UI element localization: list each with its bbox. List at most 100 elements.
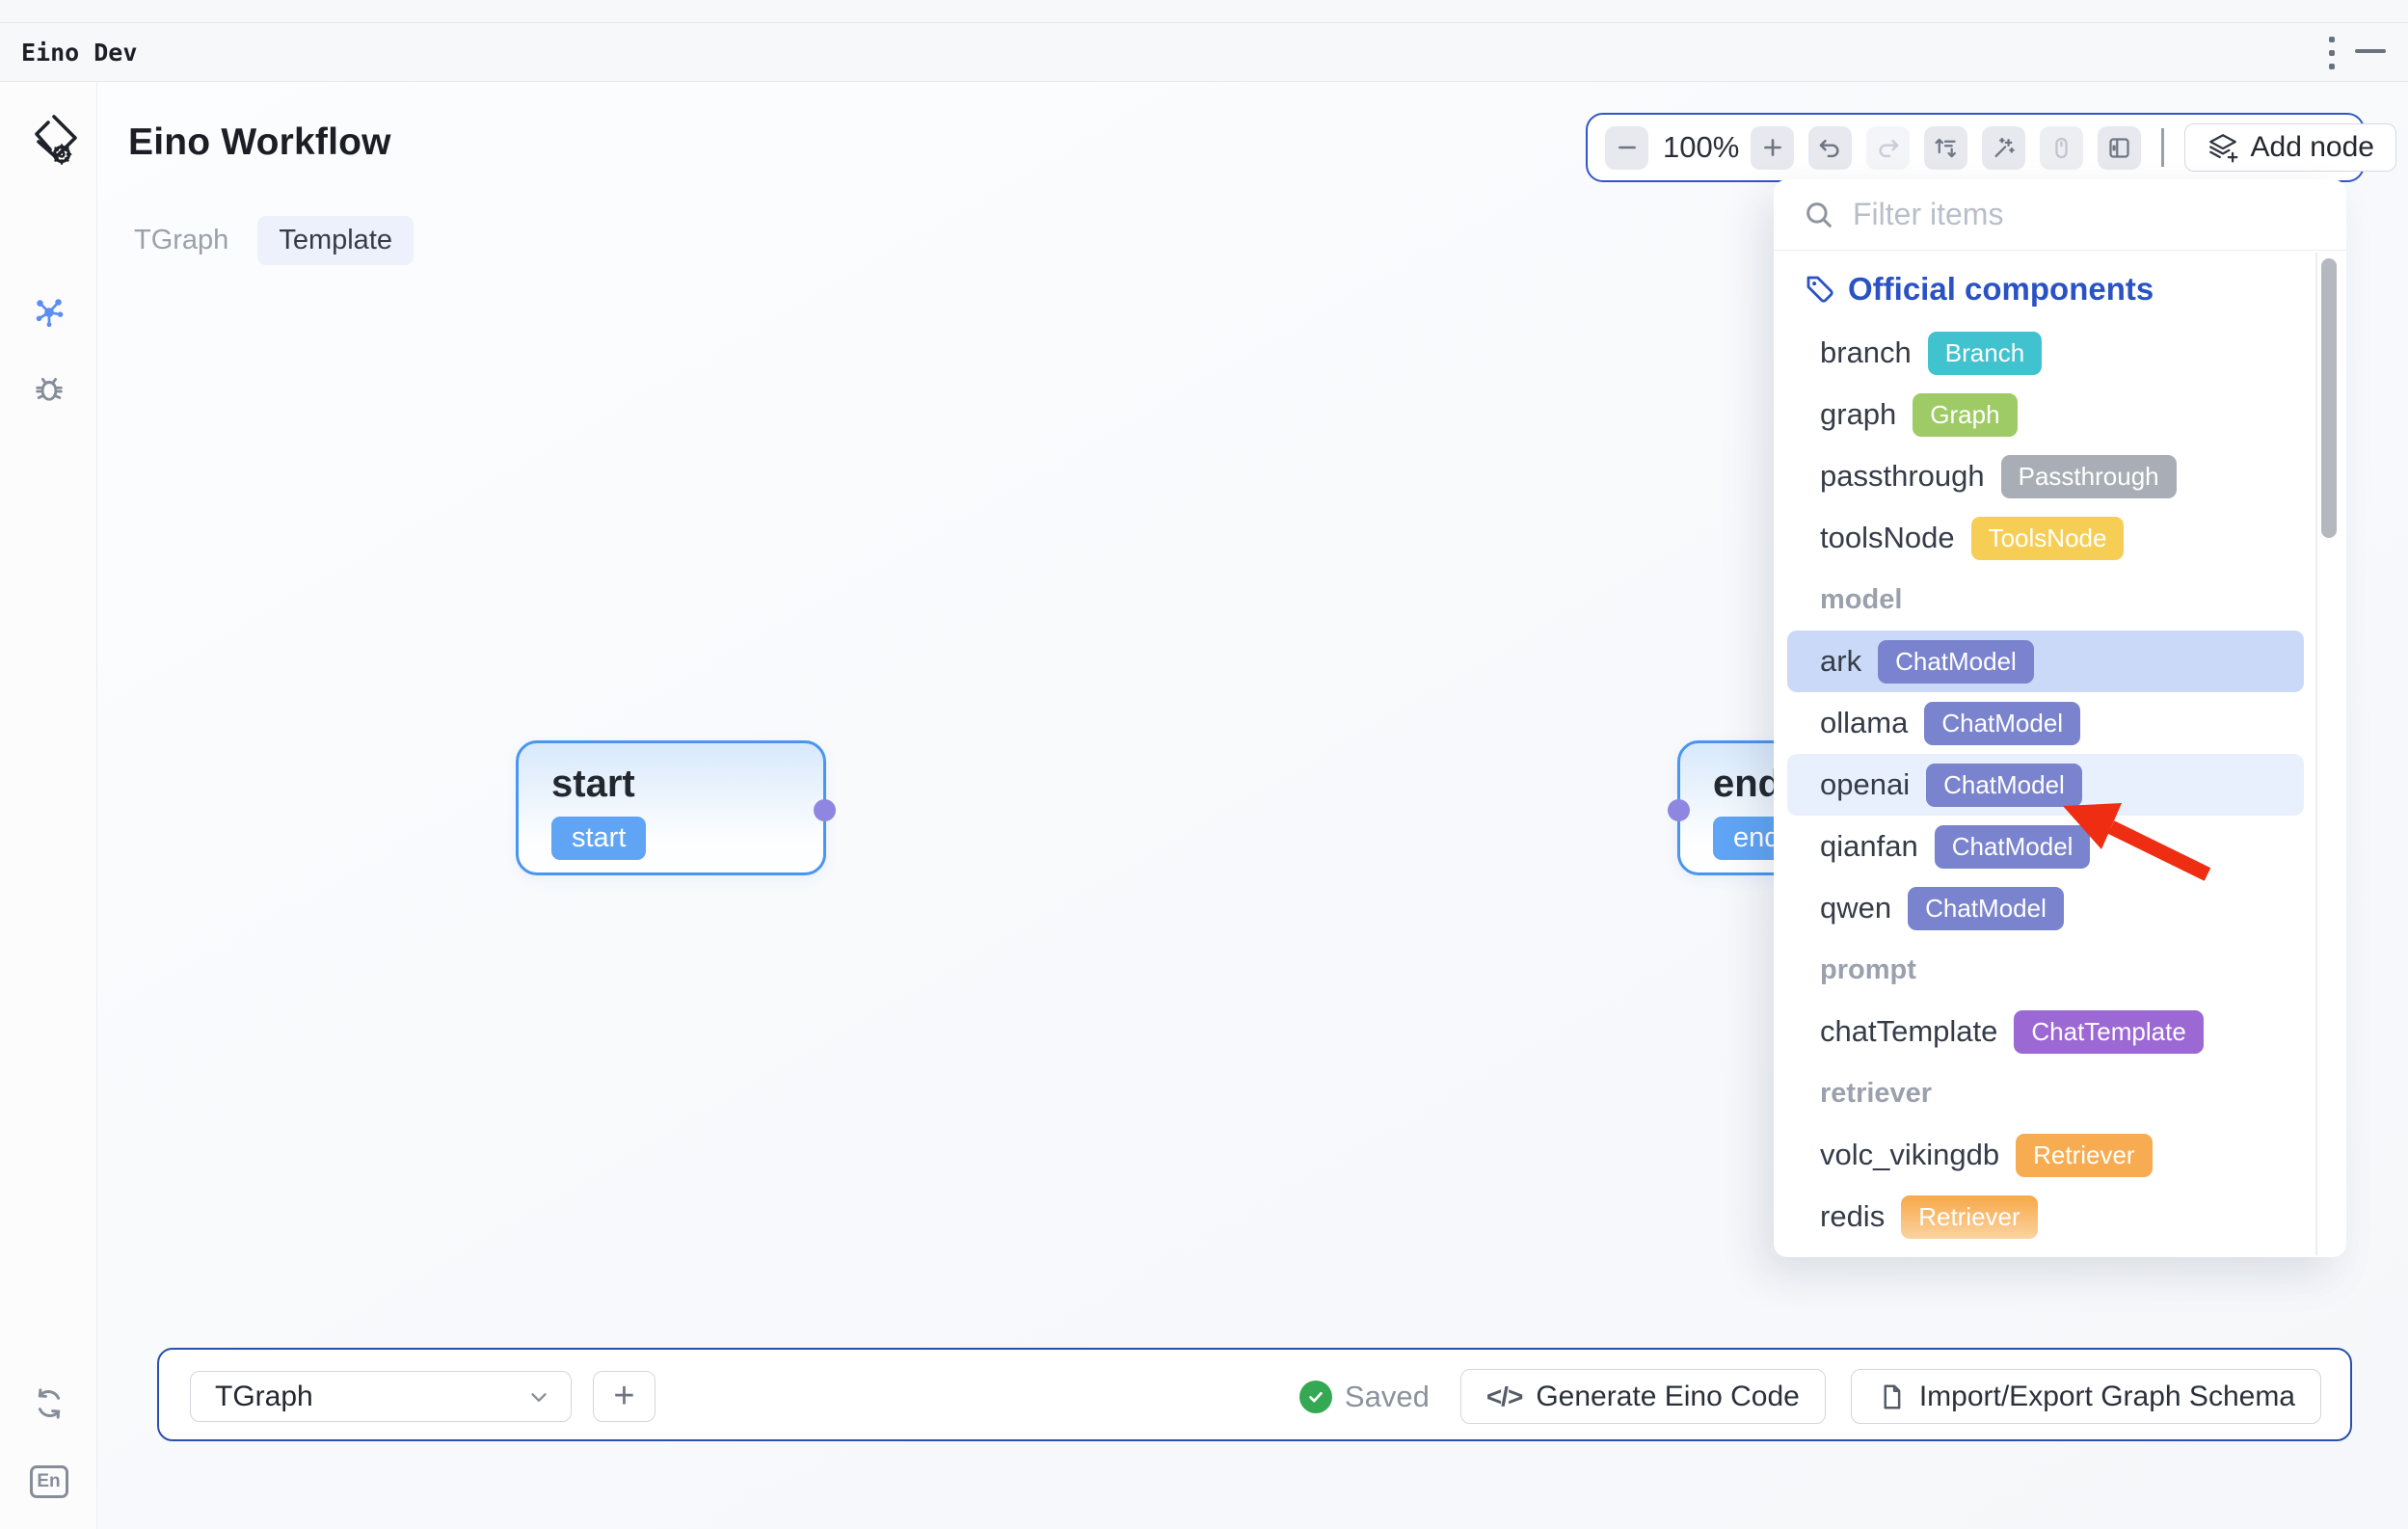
bottom-bar: TGraph + Saved </> Generate Eino Code — [157, 1348, 2352, 1441]
tab-tgraph[interactable]: TGraph — [134, 225, 229, 255]
component-name: graph — [1820, 397, 1897, 431]
section-label-retriever: retriever — [1820, 1077, 1933, 1109]
sort-layout-icon — [1935, 138, 1956, 157]
sidebar-item-refresh[interactable] — [0, 1386, 97, 1421]
node-end-input-port[interactable] — [1668, 799, 1690, 821]
component-item-ollama[interactable]: ollama ChatModel — [1787, 692, 2304, 754]
section-label-prompt: prompt — [1820, 953, 1916, 985]
component-type-badge: Retriever — [1901, 1194, 2038, 1239]
undo-button[interactable] — [1808, 125, 1852, 170]
component-item-graph[interactable]: graph Graph — [1787, 384, 2304, 445]
plus-icon — [1763, 139, 1781, 156]
component-name: branch — [1820, 335, 1912, 369]
add-node-panel: Official components branch Branch graph … — [1774, 179, 2346, 1257]
mouse-mode-button[interactable] — [2040, 125, 2083, 170]
component-item-branch[interactable]: branch Branch — [1787, 322, 2304, 384]
search-icon — [1806, 201, 1832, 228]
component-item-qianfan[interactable]: qianfan ChatModel — [1787, 816, 2304, 877]
section-label-model: model — [1820, 583, 1903, 615]
page-title: Eino Workflow — [128, 121, 391, 163]
component-name: toolsNode — [1820, 521, 1955, 554]
undo-icon — [1819, 139, 1839, 157]
component-type-badge: Graph — [1913, 392, 2018, 437]
zoom-out-button[interactable] — [1605, 125, 1648, 170]
component-item-qwen[interactable]: qwen ChatModel — [1787, 877, 2304, 939]
graph-select-value: TGraph — [215, 1380, 313, 1412]
component-item-passthrough[interactable]: passthrough Passthrough — [1787, 445, 2304, 507]
app-titlebar: Eino Dev — [0, 0, 2408, 82]
layers-plus-icon — [2208, 134, 2237, 163]
component-item-toolsnode[interactable]: toolsNode ToolsNode — [1787, 507, 2304, 569]
graph-select[interactable]: TGraph — [190, 1371, 572, 1422]
node-start[interactable]: start start — [516, 740, 836, 875]
filter-row — [1774, 179, 2346, 251]
mouse-icon — [2055, 137, 2068, 158]
sidebar-item-debug[interactable] — [0, 371, 97, 406]
save-status: Saved — [1298, 1379, 1430, 1414]
component-item-ark[interactable]: ark ChatModel — [1787, 630, 2304, 692]
component-name: openai — [1820, 767, 1911, 801]
left-sidebar: En ? — [0, 82, 97, 1529]
sidebar-item-language[interactable]: En — [0, 1465, 97, 1498]
refresh-icon — [38, 1388, 60, 1419]
graph-tabs: TGraph Template — [128, 216, 414, 265]
bottom-bar-actions: Saved </> Generate Eino Code Import/Expo… — [1298, 1350, 2321, 1443]
code-icon: </> — [1485, 1381, 1523, 1411]
kebab-menu-icon[interactable] — [2326, 37, 2338, 69]
redo-button[interactable] — [1866, 125, 1910, 170]
node-start-output-port[interactable] — [814, 799, 836, 821]
component-name: ollama — [1820, 706, 1909, 739]
eino-logo — [27, 112, 81, 168]
document-icon — [1884, 1384, 1901, 1408]
chevron-down-icon — [531, 1392, 547, 1402]
layout-grid-icon — [2109, 137, 2129, 158]
component-type-badge: ChatModel — [1908, 886, 2064, 930]
component-type-badge: Passthrough — [2000, 454, 2177, 498]
import-export-schema-button[interactable]: Import/Export Graph Schema — [1850, 1369, 2321, 1424]
official-components-title: Official components — [1848, 271, 2154, 307]
workflow-graph-icon — [36, 299, 63, 328]
tag-icon — [1806, 276, 1833, 303]
component-name: redis — [1820, 1199, 1886, 1233]
component-item-chattemplate[interactable]: chatTemplate ChatTemplate — [1787, 1001, 2304, 1062]
node-start-badge: start — [551, 817, 647, 860]
magic-wand-icon — [1994, 137, 2015, 157]
component-type-badge: Branch — [1927, 331, 2043, 375]
component-item-volc-vikingdb[interactable]: volc_vikingdb Retriever — [1787, 1124, 2304, 1186]
component-type-badge: ToolsNode — [1970, 516, 2125, 560]
language-en-icon: En — [29, 1465, 68, 1498]
component-item-openai[interactable]: openai ChatModel — [1787, 754, 2304, 816]
component-name: ark — [1820, 644, 1862, 678]
scrollbar-track — [2315, 253, 2317, 1255]
component-name: chatTemplate — [1820, 1014, 1998, 1048]
save-status-label: Saved — [1344, 1379, 1430, 1413]
component-name: passthrough — [1820, 459, 1985, 493]
component-type-badge: ChatModel — [1934, 824, 2091, 869]
generate-eino-code-button[interactable]: </> Generate Eino Code — [1459, 1369, 1826, 1424]
sidebar-item-workflow[interactable] — [0, 293, 97, 330]
minimize-icon[interactable] — [2355, 49, 2386, 53]
import-export-schema-label: Import/Export Graph Schema — [1918, 1380, 2295, 1412]
zoom-level: 100% — [1663, 130, 1740, 164]
magic-wand-button[interactable] — [1982, 125, 2025, 170]
add-graph-button[interactable]: + — [593, 1371, 656, 1422]
component-name: volc_vikingdb — [1820, 1138, 2000, 1171]
node-start-title: start — [551, 763, 635, 805]
component-list: Official components branch Branch graph … — [1774, 253, 2346, 1257]
filter-items-input[interactable] — [1853, 197, 2277, 232]
minimap-button[interactable] — [2098, 125, 2141, 170]
redo-icon — [1879, 139, 1899, 157]
zoom-in-button[interactable] — [1751, 125, 1794, 170]
auto-layout-button[interactable] — [1924, 125, 1967, 170]
generate-eino-code-label: Generate Eino Code — [1536, 1380, 1800, 1412]
add-node-button[interactable]: Add node — [2183, 123, 2396, 172]
app-title: Eino Dev — [21, 39, 138, 67]
component-type-badge: ChatTemplate — [2014, 1009, 2204, 1054]
component-item-redis[interactable]: redis Retriever — [1787, 1186, 2304, 1247]
scrollbar-thumb[interactable] — [2321, 258, 2337, 538]
component-type-badge: ChatModel — [1924, 701, 2081, 745]
tab-template[interactable]: Template — [257, 216, 414, 265]
component-type-badge: ChatModel — [1926, 763, 2082, 807]
bug-icon — [35, 377, 63, 401]
